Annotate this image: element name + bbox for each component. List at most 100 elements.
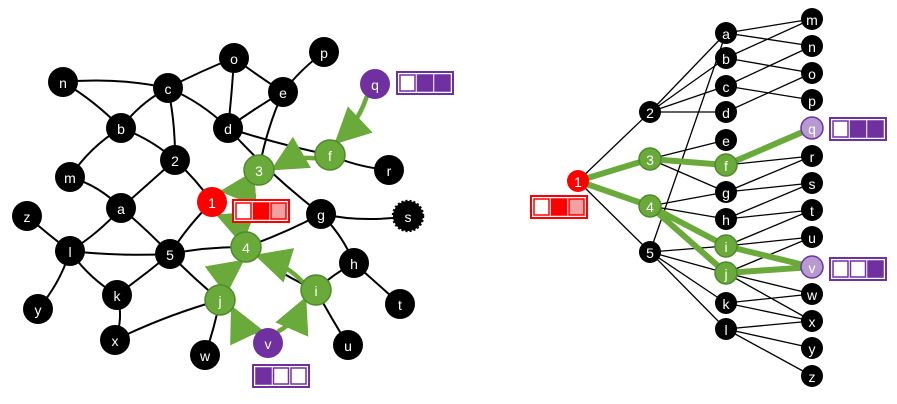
node-left-r-label: r: [387, 163, 392, 179]
tree-green-edge-1-4: [575, 178, 653, 209]
node-right-r-label: r: [810, 149, 815, 165]
node-left-o-label: o: [230, 51, 238, 67]
node-right-x-circle: [801, 310, 823, 332]
node-right-a-circle: [715, 22, 737, 44]
node-left-y-circle: [23, 294, 53, 324]
tree-edge-k-w: [725, 293, 813, 304]
node-right-q-circle: [800, 116, 824, 140]
node-left-4: 4: [230, 231, 262, 263]
tree-edge-l-x: [725, 320, 813, 330]
node-left-v-circle: [253, 328, 283, 358]
tree-edge-1-5: [577, 180, 651, 253]
badge-left-q: [396, 71, 454, 95]
node-right-2: 2: [639, 101, 661, 123]
node-left-3-label: 3: [255, 163, 263, 179]
badge-cell: [255, 367, 272, 385]
edge-x-j: [114, 299, 221, 341]
tree-edge-d-o: [725, 72, 813, 113]
tree-green-edge-4-j: [647, 203, 729, 276]
node-left-w-label: w: [199, 348, 211, 364]
left-graph-arrows: [204, 95, 373, 346]
right-tree-edges: [577, 18, 813, 377]
node-left-q-label: q: [371, 77, 379, 93]
node-left-w-circle: [190, 340, 220, 370]
badge-cell: [270, 202, 287, 220]
node-left-e-label: e: [279, 85, 287, 101]
node-right-n-label: n: [808, 39, 816, 55]
tree-edge-2-b: [649, 57, 727, 113]
node-left-z-circle: [12, 201, 42, 231]
node-left-d-circle: [213, 113, 243, 143]
node-left-h: h: [339, 248, 369, 278]
badge-cell: [434, 74, 451, 92]
node-right-p-label: p: [808, 93, 816, 109]
node-right-2-label: 2: [646, 105, 654, 121]
node-left-s-circle: [391, 199, 425, 233]
node-left-w: w: [190, 340, 220, 370]
node-left-c: c: [153, 73, 183, 103]
node-left-5: 5: [155, 239, 185, 269]
edge-n-c: [62, 79, 169, 89]
node-left-5-label: 5: [166, 247, 174, 263]
node-right-3-circle: [638, 147, 662, 171]
node-right-o: o: [801, 62, 823, 84]
node-right-p: p: [801, 89, 823, 111]
tree-green-edge-i-v: [723, 243, 815, 270]
tree-edge-j-w: [725, 272, 813, 295]
tree-edge-c-n: [725, 45, 813, 87]
tree-edge-5-i: [649, 245, 727, 253]
tree-edge-a-n: [725, 32, 813, 47]
badge-right-1: [530, 195, 588, 219]
node-right-g-label: g: [722, 185, 730, 201]
node-right-o-label: o: [808, 66, 816, 82]
node-right-u-label: u: [808, 230, 816, 246]
node-right-3-label: 3: [646, 152, 654, 168]
node-left-p: p: [309, 37, 339, 67]
node-left-o: o: [219, 43, 249, 73]
node-left-i-circle: [300, 274, 332, 306]
node-left-1: 1: [197, 187, 227, 217]
node-right-z-circle: [801, 365, 823, 387]
badge-right-v: [829, 257, 887, 281]
node-left-k-label: k: [114, 288, 122, 304]
node-right-e: e: [715, 129, 737, 151]
badge-cell: [290, 367, 307, 385]
node-left-e-circle: [268, 77, 298, 107]
badge-cell: [849, 120, 867, 138]
node-left-z: z: [12, 201, 42, 231]
node-right-o-circle: [801, 62, 823, 84]
node-right-4: 4: [638, 194, 662, 218]
badge-cell: [832, 260, 849, 278]
tree-edge-f-r: [725, 155, 813, 166]
node-right-5: 5: [639, 241, 661, 263]
tree-edge-3-g: [649, 158, 727, 193]
node-right-y-circle: [801, 337, 823, 359]
node-left-3-circle: [243, 154, 275, 186]
node-left-h-circle: [339, 248, 369, 278]
node-right-h-label: h: [722, 212, 730, 228]
node-right-f-circle: [714, 153, 738, 177]
tree-edge-1-2: [577, 111, 651, 182]
tree-edge-b-m: [725, 18, 813, 59]
node-right-x-label: x: [809, 314, 816, 330]
arrow-q-f: [334, 95, 373, 145]
node-right-k-label: k: [723, 296, 731, 312]
node-left-n-label: n: [59, 75, 67, 91]
tree-edge-i-u: [725, 236, 813, 247]
node-left-u-label: u: [344, 338, 352, 354]
node-left-b-circle: [106, 113, 136, 143]
node-right-m: m: [801, 8, 823, 30]
node-left-x-label: x: [112, 333, 119, 349]
node-left-d: d: [213, 113, 243, 143]
node-left-c-label: c: [165, 81, 172, 97]
node-left-y-label: y: [35, 302, 42, 318]
node-right-b-circle: [715, 47, 737, 69]
node-left-i-label: i: [314, 283, 317, 299]
tree-edge-h-s: [725, 182, 813, 220]
node-right-5-label: 5: [646, 245, 654, 261]
node-left-5-circle: [155, 239, 185, 269]
node-right-i: i: [714, 234, 738, 258]
tree-green-edge-4-i: [647, 203, 729, 249]
arrow-v-j: [230, 305, 263, 346]
